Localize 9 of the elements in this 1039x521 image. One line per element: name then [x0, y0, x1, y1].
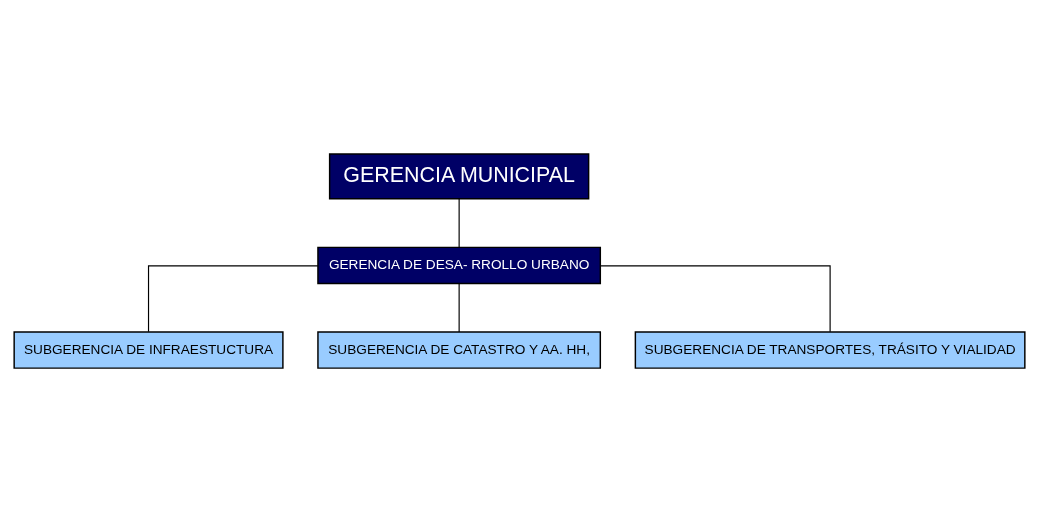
node-box: SUBGERENCIA DE CATASTRO Y AA. HH, [317, 330, 602, 369]
node-box: SUBGERENCIA DE TRANSPORTES, TRÁSITO Y VIALIDAD [634, 330, 1026, 369]
connector [147, 264, 319, 332]
connector [458, 197, 460, 248]
connector [599, 264, 831, 332]
node-box: SUBGERENCIA DE INFRAESTUCTURA [13, 330, 284, 369]
node-box: GERENCIA MUNICIPAL [328, 152, 590, 199]
connector [458, 282, 460, 333]
node-box: GERENCIA DE DESA- RROLLO URBANO [317, 246, 602, 284]
